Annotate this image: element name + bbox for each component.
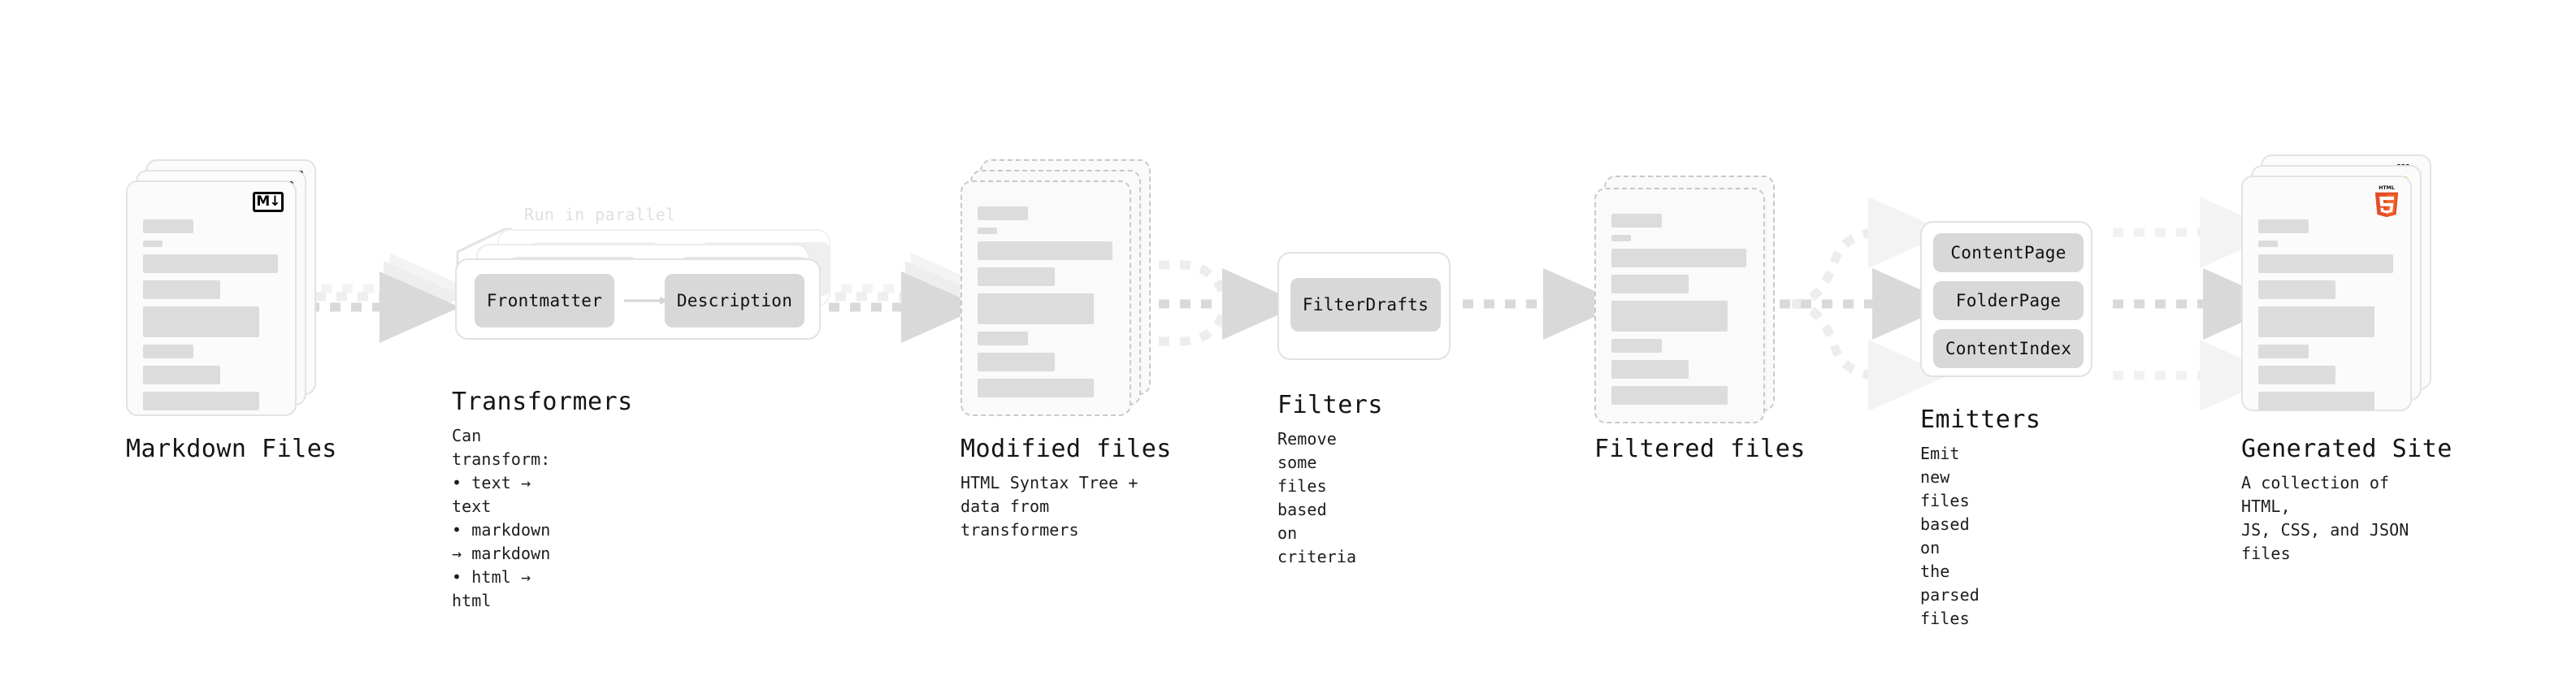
stage-title-transformers: Transformers <box>452 388 633 416</box>
stage-filtered-files: Filtered files <box>1594 176 1805 462</box>
markdown-file-stack: M↓ M↓ M↓ <box>126 159 321 419</box>
skeleton-line <box>2258 254 2393 273</box>
html5-badge-wordmark: HTML <box>2379 185 2395 191</box>
skeleton-line <box>2258 219 2309 233</box>
skeleton-line <box>2258 280 2335 299</box>
document-skeleton-lines <box>143 219 282 418</box>
skeleton-line <box>143 306 259 337</box>
skeleton-line <box>1611 301 1728 332</box>
document-skeleton-lines <box>1611 214 1750 412</box>
connector-md-to-transformers <box>309 253 470 343</box>
html5-logo-icon: HTML <box>2374 185 2399 218</box>
emitter-pill-contentpage[interactable]: ContentPage <box>1933 233 2084 272</box>
skeleton-line <box>143 254 278 273</box>
skeleton-line <box>978 267 1055 286</box>
transformer-pill-description[interactable]: Description <box>665 274 804 327</box>
skeleton-line <box>978 206 1028 220</box>
filters-group-box[interactable]: FilterDrafts <box>1277 252 1451 360</box>
stage-modified-files: Modified files HTML Syntax Tree + data f… <box>961 159 1171 540</box>
stage-title-markdown-files: Markdown Files <box>126 435 337 463</box>
stage-markdown-files: M↓ M↓ M↓ <box>126 159 336 462</box>
connector-transformers-to-modified <box>829 253 991 343</box>
skeleton-line <box>978 353 1055 371</box>
stage-subtitle-filters: Remove some files based on criteria <box>1277 429 1357 566</box>
modified-file-stack <box>961 159 1156 419</box>
transformer-pill-frontmatter-label: Frontmatter <box>486 291 603 310</box>
filtered-file-stack <box>1594 176 1789 436</box>
stage-subtitle-modified-files: HTML Syntax Tree + data from transformer… <box>961 473 1138 540</box>
transformer-pill-description-label: Description <box>676 291 793 310</box>
skeleton-line <box>978 228 997 234</box>
skeleton-line <box>2258 392 2374 410</box>
emitter-pill-contentindex-label: ContentIndex <box>1945 339 2072 358</box>
document-card-front[interactable]: M↓ <box>126 180 297 416</box>
stage-subtitle-generated-site: A collection of HTML, JS, CSS, and JSON … <box>2241 473 2409 563</box>
skeleton-line <box>2258 241 2278 247</box>
skeleton-line <box>143 280 220 299</box>
skeleton-line <box>978 379 1094 397</box>
document-card-front[interactable] <box>1594 188 1765 423</box>
document-card-front[interactable]: HTML <box>2241 176 2412 411</box>
skeleton-line <box>978 332 1028 345</box>
skeleton-line <box>978 241 1112 260</box>
skeleton-line <box>1611 360 1689 379</box>
skeleton-line <box>2258 366 2335 384</box>
skeleton-line <box>978 293 1094 324</box>
stage-title-emitters: Emitters <box>1920 406 2041 434</box>
emitter-pill-folderpage[interactable]: FolderPage <box>1933 281 2084 320</box>
skeleton-line <box>1611 214 1662 228</box>
skeleton-line <box>143 241 163 247</box>
skeleton-line <box>143 345 193 358</box>
stage-title-filtered-files: Filtered files <box>1594 435 1806 463</box>
stage-title-filters: Filters <box>1277 391 1383 419</box>
skeleton-line <box>1611 339 1662 353</box>
html5-badge: HTML <box>2373 184 2400 221</box>
emitter-pill-folderpage-label: FolderPage <box>1955 291 2062 310</box>
skeleton-line <box>143 366 220 384</box>
stage-subtitle-transformers: Can transform: • text → text • markdown … <box>452 426 551 610</box>
document-skeleton-lines <box>978 206 1117 405</box>
emitter-pill-contentindex[interactable]: ContentIndex <box>1933 329 2084 368</box>
connector-filtered-to-emitters <box>1780 197 1953 411</box>
transformer-pill-frontmatter[interactable]: Frontmatter <box>475 274 614 327</box>
skeleton-line <box>1611 235 1631 241</box>
skeleton-line <box>143 219 193 233</box>
skeleton-line <box>2258 306 2374 337</box>
transformer-group-front[interactable]: Frontmatter Description <box>455 258 821 340</box>
skeleton-line <box>2258 345 2309 358</box>
stage-subtitle-emitters: Emit new files based on the parsed files <box>1920 444 1980 628</box>
skeleton-line <box>1611 249 1746 267</box>
skeleton-line <box>1611 386 1728 405</box>
stage-title-modified-files: Modified files <box>961 435 1172 463</box>
stage-generated-site: CSS HTML <box>2241 154 2452 563</box>
markdown-badge-front: M↓ <box>253 192 284 212</box>
emitter-pill-contentpage-label: ContentPage <box>1950 243 2066 262</box>
connector-emitters-to-site <box>2113 197 2283 411</box>
run-in-parallel-label: Run in parallel <box>524 205 676 224</box>
document-card-front[interactable] <box>961 180 1131 416</box>
stage-title-generated-site: Generated Site <box>2241 435 2452 463</box>
filter-pill-filterdrafts[interactable]: FilterDrafts <box>1290 278 1441 332</box>
document-skeleton-lines <box>2258 219 2397 418</box>
skeleton-line <box>1611 275 1689 293</box>
markdown-badge-glyph: M↓ <box>256 193 280 210</box>
filter-pill-filterdrafts-label: FilterDrafts <box>1302 295 1429 314</box>
transformer-arrow-front <box>624 297 668 305</box>
emitters-group-box[interactable]: ContentPage FolderPage ContentIndex <box>1920 221 2092 377</box>
skeleton-line <box>143 392 259 410</box>
generated-site-stack: CSS HTML <box>2241 154 2444 414</box>
